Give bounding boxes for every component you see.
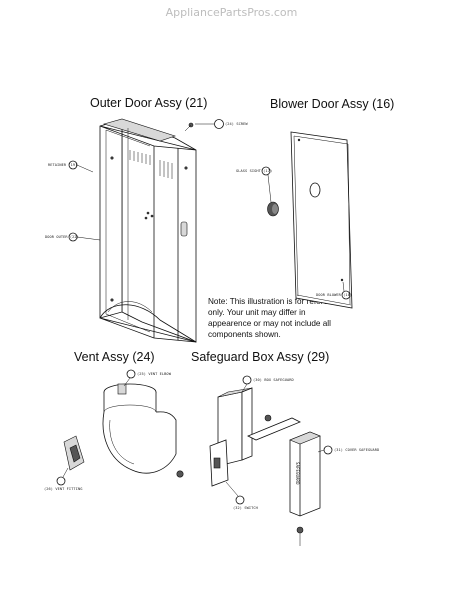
retainer-callout-text: RETAINER <box>48 163 67 167</box>
vent-assy-title: Vent Assy (24) <box>74 350 155 364</box>
switch-safeguard-callout-label: (32) SWITCH <box>233 506 258 510</box>
reference-note: Note: This illustration is for reference… <box>208 297 342 339</box>
door-blower-callout-number: (18) <box>343 293 353 297</box>
cover-safeguard-callout-number: (31) <box>334 448 344 452</box>
outer-door-assy-title: Outer Door Assy (21) <box>90 96 208 110</box>
vent-fitting-callout-text: VENT FITTING <box>55 487 83 491</box>
door-outer-callout-label: DOOR OUTER (22) <box>45 235 79 239</box>
retainer-callout-label: RETAINER (19) <box>48 163 77 167</box>
screw-callout-label: (24) SCREW <box>225 122 248 126</box>
vent-drawing <box>56 369 177 486</box>
box-safeguard-callout-number: (30) <box>253 378 263 382</box>
glass-sight-callout-label: GLASS SIGHT (17) <box>236 169 272 173</box>
glass-sight-callout-text: GLASS SIGHT <box>236 169 261 173</box>
blower-door-drawing <box>261 131 353 309</box>
box-safeguard-callout-label: (30) BOX SAFEGUARD <box>253 378 294 382</box>
vent-part-callout-label: (25) VENT ELBOW <box>137 372 171 376</box>
blower-door-assy-title: Blower Door Assy (16) <box>270 97 395 111</box>
door-blower-callout-text: DOOR BLOWER <box>316 293 341 297</box>
outer-door-drawing <box>68 118 224 343</box>
switch-safeguard-callout-text: SWITCH <box>244 506 258 510</box>
safeguard-box-assy-title: Safeguard Box Assy (29) <box>191 350 330 364</box>
door-outer-callout-number: (22) <box>69 235 79 239</box>
glass-sight-callout-number: (17) <box>263 169 273 173</box>
vent-part-callout-text: VENT ELBOW <box>148 372 171 376</box>
retainer-callout-number: (19) <box>68 163 78 167</box>
door-outer-callout-text: DOOR OUTER <box>45 235 68 239</box>
cover-printed-label: SAFEGUARD <box>295 462 300 485</box>
vent-fitting-callout-number: (26) <box>44 487 54 491</box>
watermark: AppliancePartsPros.com <box>165 6 298 19</box>
cover-safeguard-callout-text: COVER SAFEGUARD <box>345 448 380 452</box>
safeguard-box-drawing <box>176 375 333 546</box>
vent-part-callout-number: (25) <box>137 372 147 376</box>
cover-safeguard-callout-label: (31) COVER SAFEGUARD <box>334 448 379 452</box>
box-safeguard-callout-text: BOX SAFEGUARD <box>264 378 294 382</box>
screw-callout-number: (24) <box>225 122 235 126</box>
vent-fitting-callout-label: (26) VENT FITTING <box>44 487 83 491</box>
screw-callout-text: SCREW <box>236 122 248 126</box>
switch-safeguard-callout-number: (32) <box>233 506 243 510</box>
door-blower-callout-label: DOOR BLOWER (18) <box>316 293 352 297</box>
